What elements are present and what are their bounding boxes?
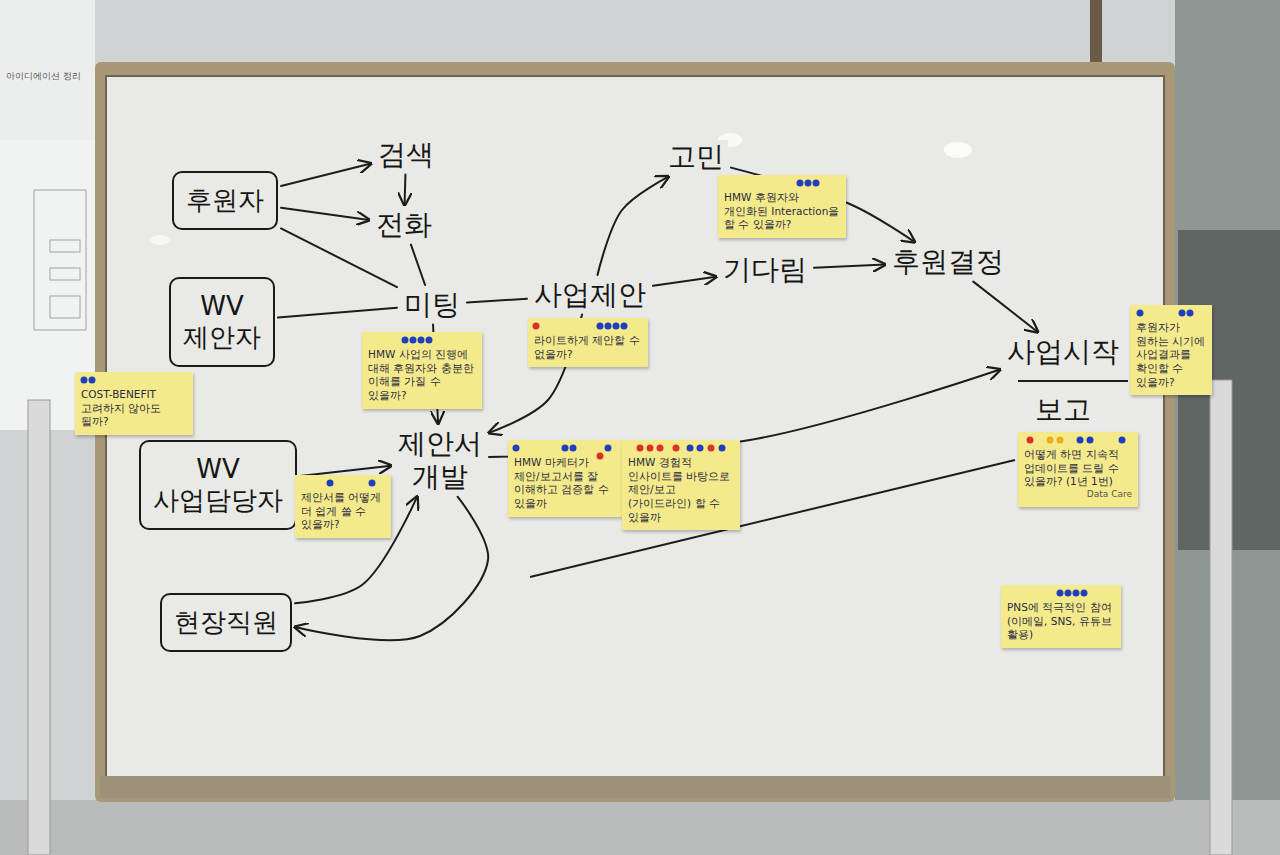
- actor-box: 현장직원: [160, 593, 292, 652]
- node-text: 제안서 개발: [398, 427, 482, 494]
- slide-item: [50, 296, 80, 318]
- node-text: 사업제안: [534, 278, 646, 312]
- node-text: 후원자가 원하는 시기에 사업결과를 확인할 수 있을까?: [1136, 321, 1206, 389]
- node-text: 후원자: [186, 185, 264, 216]
- node-text: WV 사업담당자: [153, 454, 283, 516]
- board-frame: [95, 62, 1175, 802]
- marker-tray: [100, 776, 1170, 798]
- flow-arrow: [973, 282, 1037, 332]
- node-text: COST-BENEFIT 고려하지 않아도 될까?: [81, 388, 187, 429]
- flow-arrow: [281, 164, 371, 187]
- sticky-note: HMW 마케터가 제안/보고서를 잘 이해하고 검증할 수 있을까: [508, 440, 622, 517]
- node-text: 사업시작: [1007, 335, 1119, 369]
- node-text: HMW 경험적 인사이트를 바탕으로 제안/보고(가이드라인) 할 수 있을까: [628, 456, 734, 524]
- window: [1175, 0, 1280, 855]
- board-surface: [106, 76, 1164, 788]
- actor-box: WV 제안자: [169, 277, 275, 367]
- sticky-note: HMW 후원자와 개인화된 Interaction을 할 수 있을까?: [718, 175, 846, 238]
- sticky-note: HMW 경험적 인사이트를 바탕으로 제안/보고(가이드라인) 할 수 있을까: [622, 440, 740, 530]
- sticky-note: PNS에 적극적인 참여 (이메일, SNS, 유튜브 활용): [1001, 585, 1121, 648]
- glare: [150, 235, 170, 245]
- node-text: 후원결정: [892, 245, 1004, 279]
- step-word: 전화: [372, 208, 436, 242]
- flow-arrow: [281, 208, 369, 220]
- node-text: 고민: [668, 140, 724, 174]
- node-text: 어떻게 하면 지속적 업데이트를 드릴 수 있을까? (1년 1번): [1024, 448, 1132, 489]
- step-word: 사업제안: [530, 278, 650, 312]
- flow-arrow: [411, 245, 425, 285]
- sticky-note: 제안서를 어떻게 더 쉽게 쓸 수 있을까?: [295, 475, 391, 538]
- node-text: 검색: [378, 138, 434, 172]
- node-text: 기다림: [723, 253, 807, 287]
- actor-box: 후원자: [172, 171, 278, 230]
- stand-leg: [1210, 380, 1232, 855]
- node-text: PNS에 적극적인 참여 (이메일, SNS, 유튜브 활용): [1007, 601, 1115, 642]
- node-text: 라이트하게 제안할 수 없을까?: [534, 334, 642, 361]
- node-text: HMW 후원자와 개인화된 Interaction을 할 수 있을까?: [724, 191, 840, 232]
- flow-arrow: [467, 299, 527, 303]
- sticky-note: COST-BENEFIT 고려하지 않아도 될까?: [75, 372, 193, 435]
- node-text: 현장직원: [174, 607, 278, 638]
- sticky-note: HMW 사업의 진행에 대해 후원자와 충분한 이해를 가질 수 있을까?: [362, 332, 482, 409]
- node-text: HMW 마케터가 제안/보고서를 잘 이해하고 검증할 수 있을까: [514, 456, 616, 511]
- sticky-note: 후원자가 원하는 시기에 사업결과를 확인할 수 있을까?: [1130, 305, 1212, 395]
- screen-top: [0, 0, 95, 140]
- sticky-note: 라이트하게 제안할 수 없을까?: [528, 318, 648, 367]
- slide-frame: [34, 190, 86, 330]
- step-word: 검색: [374, 138, 438, 172]
- sticky-note: 어떻게 하면 지속적 업데이트를 드릴 수 있을까? (1년 1번)Data C…: [1018, 432, 1138, 507]
- node-text: WV 제안자: [183, 291, 261, 353]
- step-word: 후원결정: [888, 245, 1008, 279]
- flow-arrow: [653, 277, 716, 286]
- node-text: 보고: [1035, 393, 1091, 427]
- yellow-dots: [1047, 437, 1064, 444]
- step-word: 보고: [1031, 393, 1095, 427]
- node-text: 전화: [376, 208, 432, 242]
- red-dots: [533, 323, 1034, 460]
- flow-arrow: [278, 308, 397, 318]
- step-word: 사업시작: [1003, 335, 1123, 369]
- slide-title: 아이디에이션 정리: [6, 70, 81, 83]
- step-word: 미팅: [400, 288, 464, 322]
- node-text: HMW 사업의 진행에 대해 후원자와 충분한 이해를 가질 수 있을까?: [368, 348, 476, 403]
- floor: [0, 800, 1280, 855]
- step-word: 제안서 개발: [394, 427, 486, 494]
- flow-arrow: [814, 265, 885, 268]
- glare: [944, 142, 972, 158]
- node-text: 미팅: [404, 288, 460, 322]
- step-word: 고민: [664, 140, 728, 174]
- divider-line: [1018, 380, 1128, 382]
- node-text: Data Care: [1024, 489, 1132, 501]
- slide-item: [50, 240, 80, 252]
- slide-item: [50, 268, 80, 280]
- stand-leg: [28, 400, 50, 855]
- step-word: 기다림: [719, 253, 811, 287]
- actor-box: WV 사업담당자: [139, 440, 297, 530]
- node-text: 제안서를 어떻게 더 쉽게 쓸 수 있을까?: [301, 491, 385, 532]
- flow-arrow: [404, 175, 407, 205]
- blue-dots: [81, 180, 1194, 597]
- flow-arrow: [597, 177, 668, 275]
